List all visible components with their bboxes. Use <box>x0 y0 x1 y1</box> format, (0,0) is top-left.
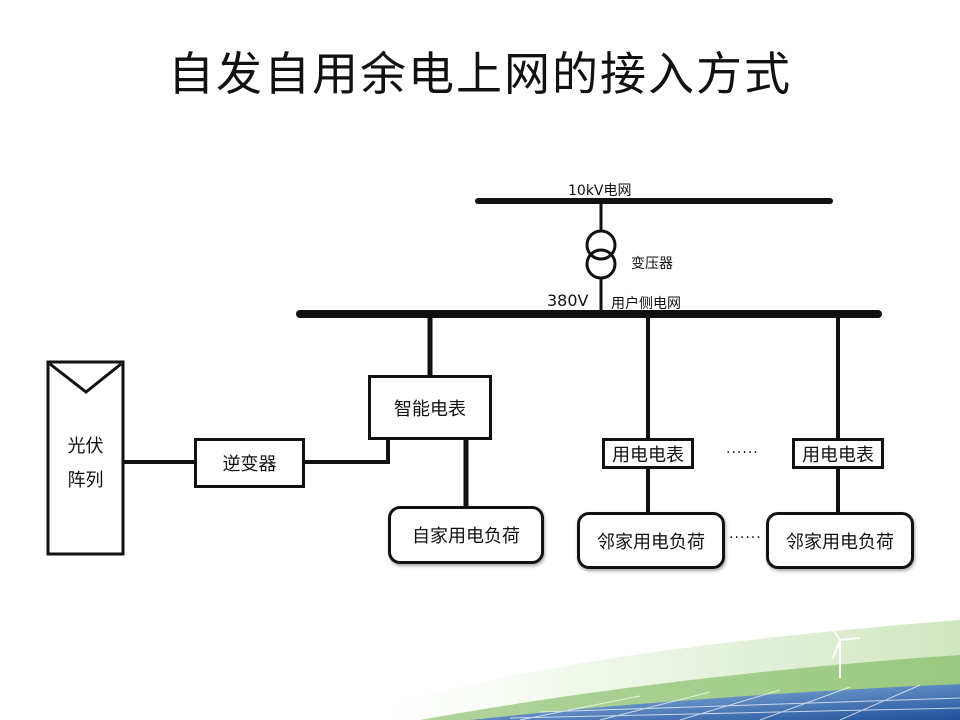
link-inverter-meter <box>305 440 390 464</box>
smart-meter-box: 智能电表 <box>368 375 492 440</box>
ellipsis-loads: ······ <box>729 530 762 546</box>
pv-array-label-line1: 光伏 <box>67 436 104 457</box>
solar-banner-image <box>340 620 960 720</box>
inverter-box: 逆变器 <box>194 438 305 488</box>
meter-box-2: 用电电表 <box>792 438 884 469</box>
label-transformer: 变压器 <box>631 256 673 272</box>
wind-turbine-icon <box>827 621 861 678</box>
pv-array: 光伏 阵列 <box>48 430 123 498</box>
slide-title: 自发自用余电上网的接入方式 <box>168 47 792 101</box>
ellipsis-meters: ······ <box>726 445 759 461</box>
label-10kv-grid: 10kV电网 <box>568 183 632 199</box>
neighbor-load-box-2: 邻家用电负荷 <box>766 512 914 569</box>
pv-array-symbol <box>46 360 125 556</box>
meter-box-1: 用电电表 <box>602 438 694 469</box>
transformer-icon <box>585 229 617 280</box>
neighbor-load-box-1: 邻家用电负荷 <box>577 512 725 569</box>
pv-array-label-line2: 阵列 <box>67 470 104 491</box>
label-user-grid: 用户侧电网 <box>611 296 681 312</box>
label-380v: 380V <box>547 291 589 310</box>
own-load-box: 自家用电负荷 <box>388 506 544 564</box>
